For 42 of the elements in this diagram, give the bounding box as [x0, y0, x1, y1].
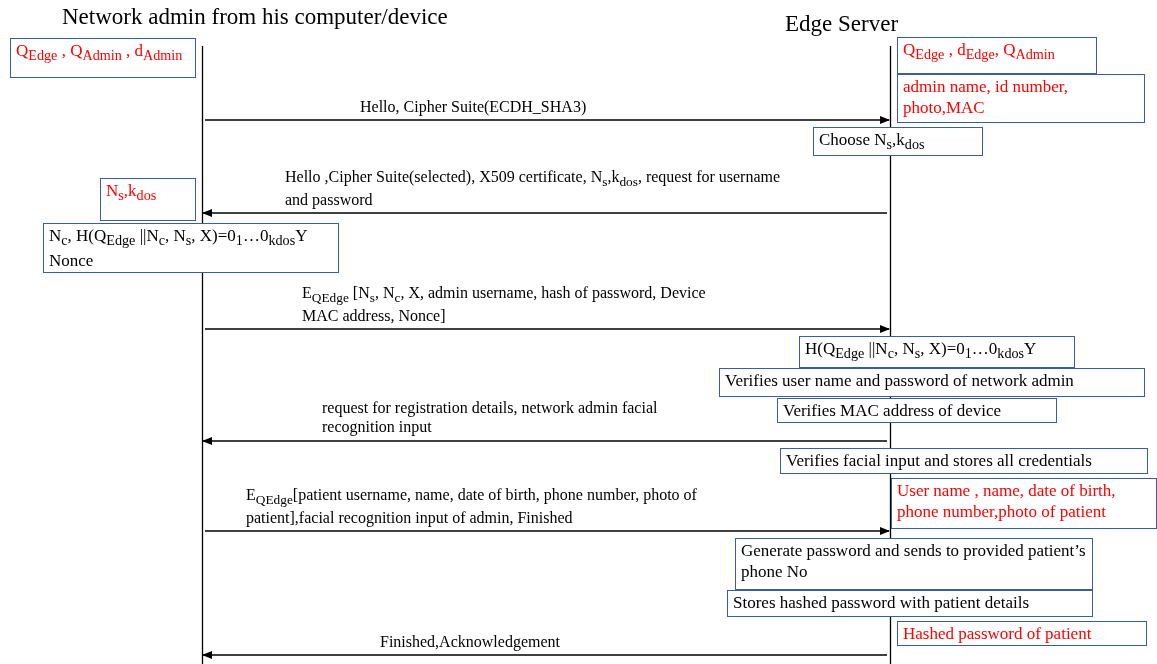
message-label: Finished,Acknowledgement: [380, 632, 561, 652]
process-box: [780, 448, 1148, 474]
arrow: [204, 325, 890, 333]
message-label: E$_{Q}$$_{Edge}$[patient username, name, date of birth, phone number, photo of patient],facial recognition input of admin, Finished: [246, 485, 698, 528]
stored-data-box: [897, 74, 1145, 123]
process-box: [777, 398, 1057, 424]
message-label: request for registration details, network admin facial recognition input: [322, 398, 659, 437]
box-text: N$_{s}$,k$_{dos}$: [106, 180, 158, 206]
key-box: [10, 38, 196, 78]
box-text: Hashed password of patient: [903, 623, 1093, 645]
box-text: Q$_{Edge}$ , Q$_{Admin}$ , d$_{Admin}$: [16, 40, 184, 66]
participant-label: Edge Server: [785, 11, 899, 37]
box-text: Verifies user name and password of network admin: [725, 370, 1075, 392]
box-text: admin name, id number, photo,MAC: [903, 76, 1070, 119]
computation-box: [43, 223, 339, 274]
computation-box: [799, 336, 1075, 368]
box-text: Verifies facial input and stores all credentials: [786, 450, 1093, 472]
box-text: Stores hashed password with patient details: [733, 592, 1031, 614]
stored-data-box: [891, 478, 1157, 529]
box-text: Nonce: [49, 250, 95, 272]
arrow: [202, 209, 888, 217]
process-box: [813, 127, 983, 157]
message-label: E$_{Q}$$_{Edge}$ [N$_{s}$, N$_{c}$, X, admin username, hash of password, Device MAC address, Nonce]: [302, 283, 707, 326]
process-box: [719, 368, 1145, 397]
stored-data-box: [897, 621, 1147, 647]
process-box: [727, 590, 1093, 617]
message-label: Hello ,Cipher Suite(selected), X509 certificate, N$_{s}$,k$_{dos}$, request for username and password: [285, 167, 782, 210]
process-box: [735, 538, 1093, 590]
box-text: H(Q$_{Edge}$ ||N$_{c}$, N$_{s}$, X)=0$_{1}$…0$_{k}$$_{dos}$Y: [805, 338, 1038, 364]
arrow: [204, 527, 890, 535]
arrow: [202, 651, 888, 659]
box-text: Verifies MAC address of device: [783, 400, 1003, 422]
participant-label: Network admin from his computer/device: [62, 4, 448, 30]
box-text: User name , name, date of birth, phone number,photo of patient: [897, 480, 1117, 523]
arrow: [204, 116, 890, 124]
box-text: Q$_{Edge}$ , d$_{Edge}$, Q$_{Admin}$: [903, 39, 1056, 65]
box-text: N$_{c}$, H(Q$_{Edge}$ ||N$_{c}$, N$_{s}$, X)=0$_{1}$…0$_{k}$$_{dos}$Y: [49, 225, 309, 251]
arrow: [202, 437, 888, 445]
box-text: Choose N$_{s}$,k$_{dos}$: [819, 129, 926, 155]
box-text: Generate password and sends to provided patient’s phone No: [741, 540, 1087, 583]
key-box: [897, 37, 1097, 74]
message-label: Hello, Cipher Suite(ECDH_SHA3): [360, 97, 588, 117]
